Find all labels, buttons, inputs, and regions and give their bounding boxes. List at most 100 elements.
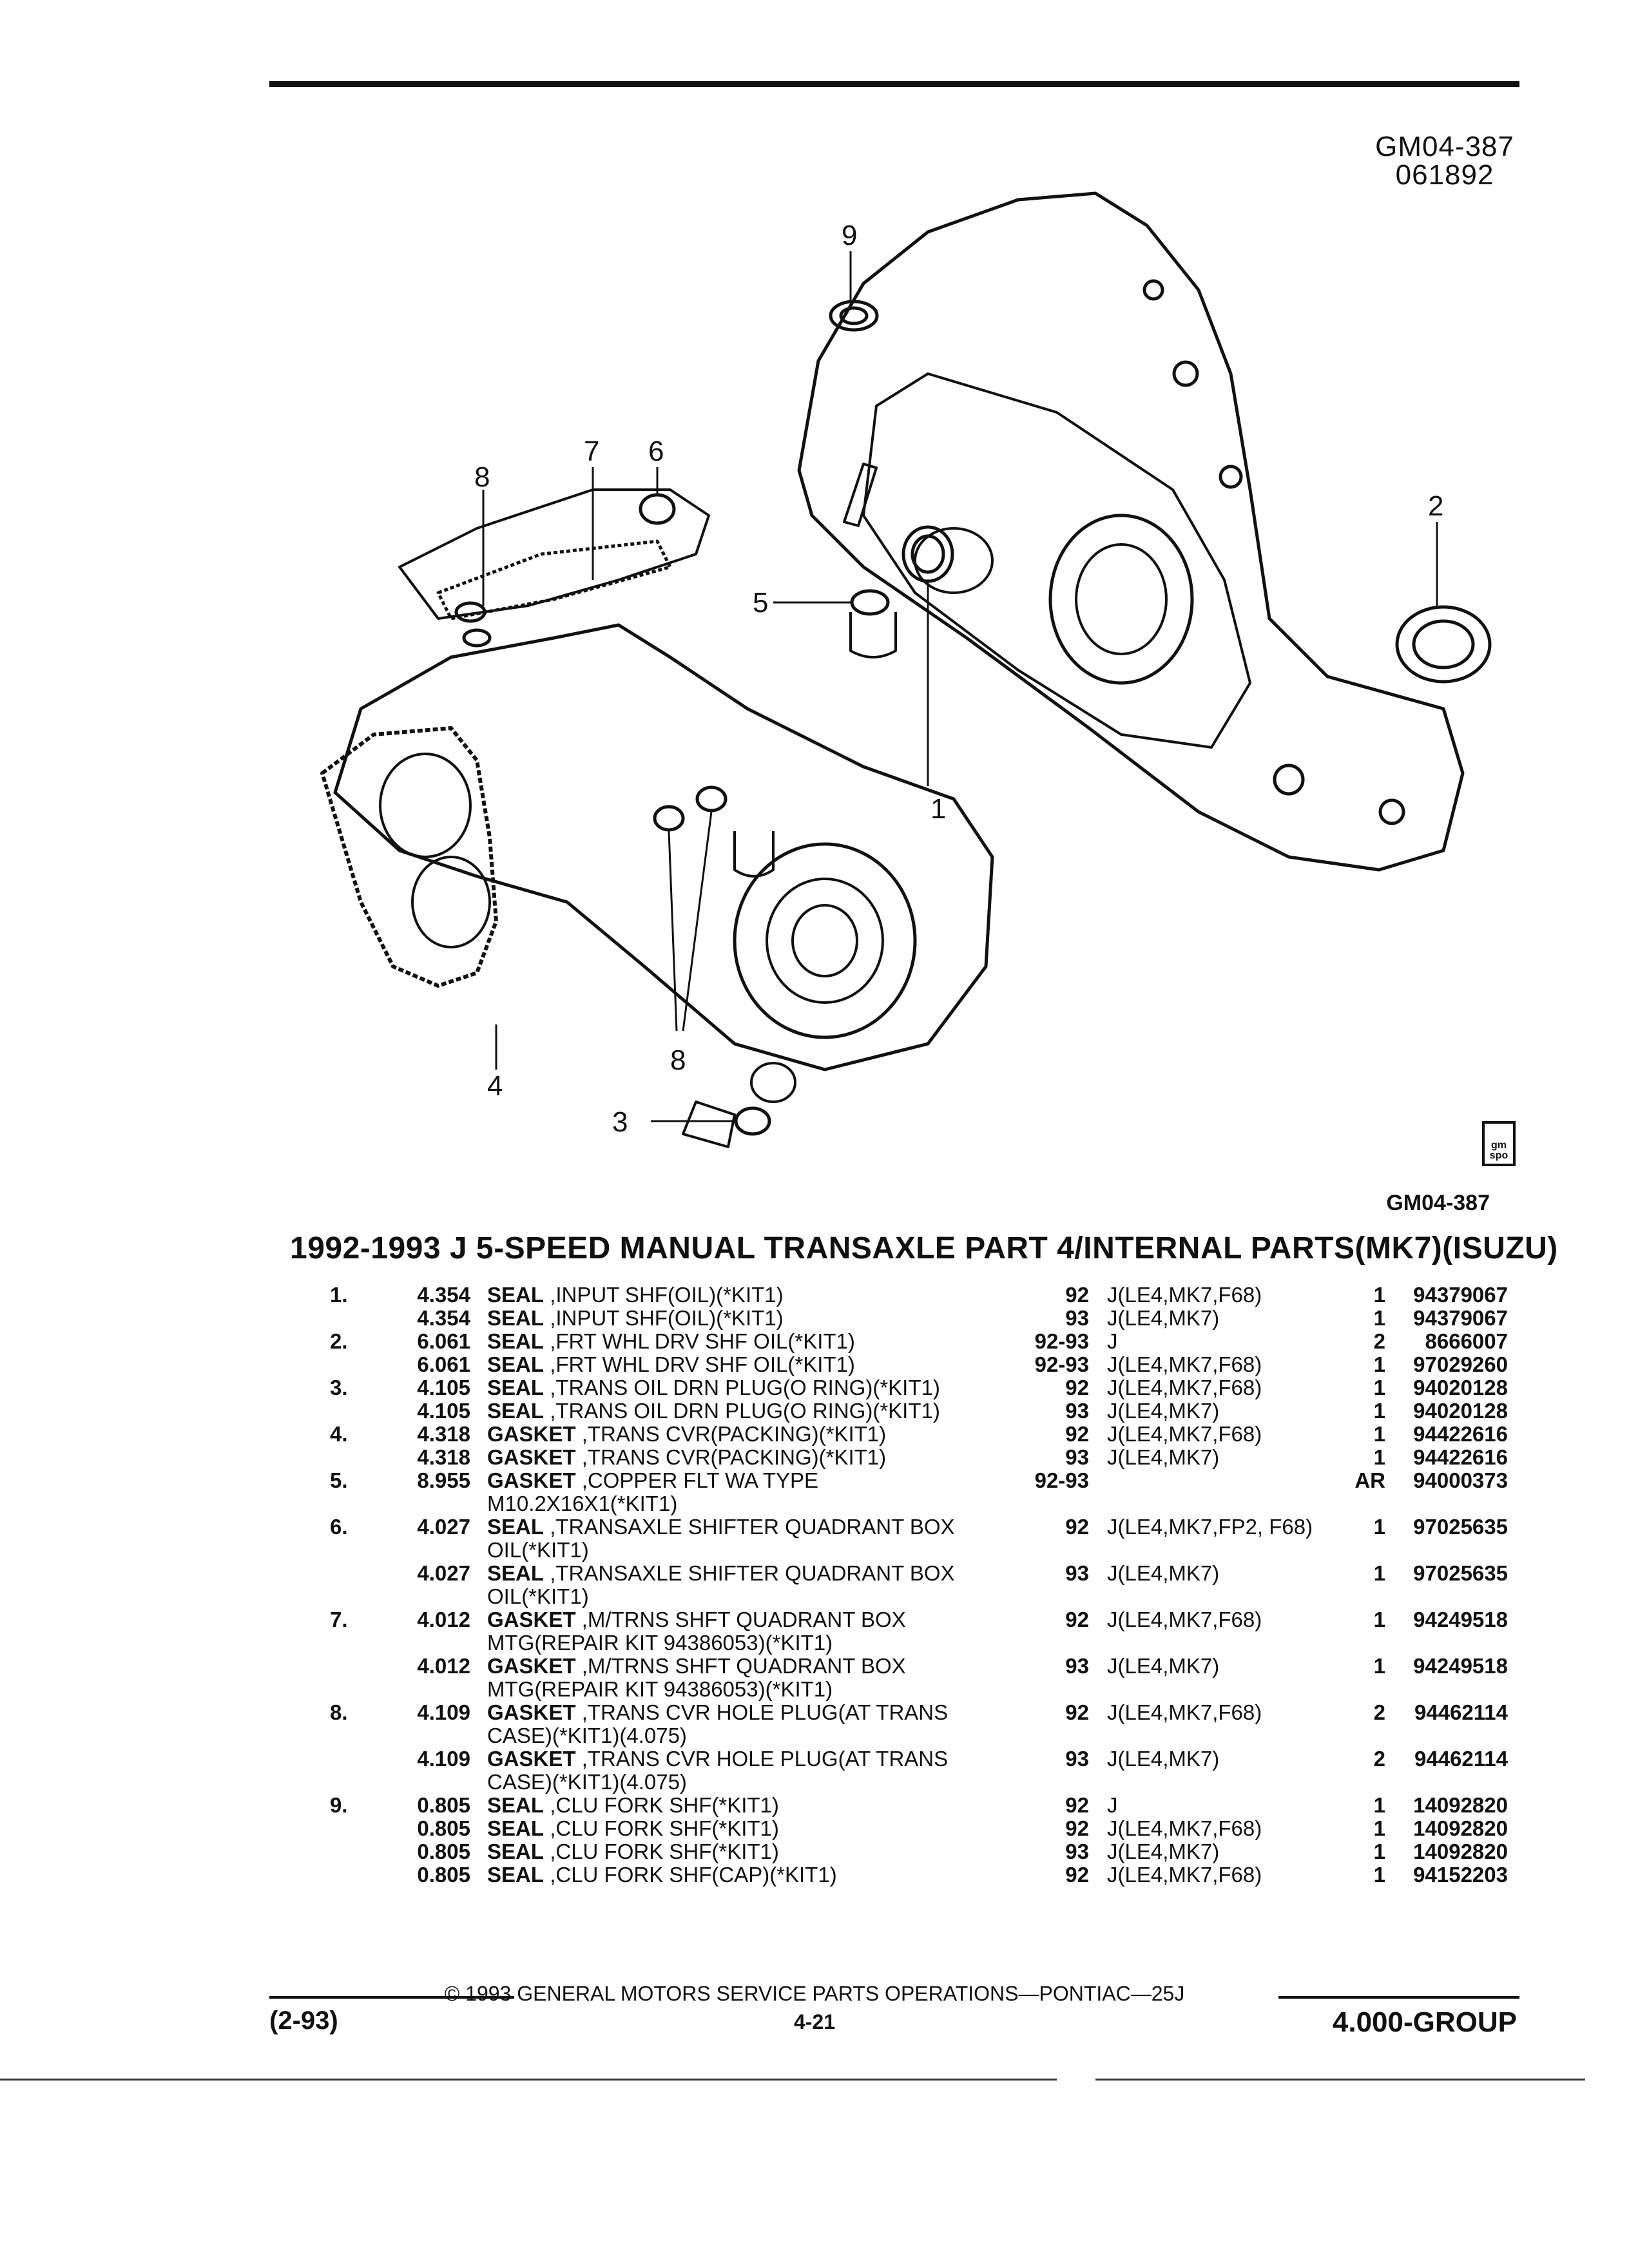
reference-number: 6.061 [417,1329,470,1353]
quantity: 1 [1373,1840,1385,1863]
model-year: 93 [1065,1306,1089,1330]
quantity: 2 [1373,1700,1385,1724]
part-detail: ,INPUT SHF(OIL)(*KIT1) [550,1306,784,1330]
callout-6: 6 [648,436,664,467]
callout-8: 8 [474,461,490,493]
date-code: 061892 [1395,159,1494,191]
part-detail: ,TRANS CVR HOLE PLUG(AT TRANS CASE)(*KIT… [487,1700,949,1747]
drain-plug-o-ring [734,1106,771,1136]
part-detail: ,TRANSAXLE SHIFTER QUADRANT BOX OIL(*KIT… [487,1561,955,1608]
usage: J(LE4,MK7,F68) [1107,1422,1262,1446]
usage: J [1107,1329,1118,1353]
part-description: SEAL ,TRANS OIL DRN PLUG(O RING)(*KIT1) [487,1376,990,1399]
part-description: SEAL ,TRANS OIL DRN PLUG(O RING)(*KIT1) [487,1399,990,1423]
section-title: 1992-1993 J 5-SPEED MANUAL TRANSAXLE PAR… [290,1231,1558,1265]
part-name: SEAL [487,1283,545,1307]
item-number: 9. [330,1793,348,1817]
part-detail: ,FRT WHL DRV SHF OIL(*KIT1) [550,1329,855,1353]
model-year: 92-93 [1034,1468,1089,1492]
part-number: 94249518 [1413,1654,1508,1678]
part-description: SEAL ,FRT WHL DRV SHF OIL(*KIT1) [487,1330,990,1353]
quantity: 1 [1373,1399,1385,1423]
callout-9: 9 [842,220,857,251]
part-number: 14092820 [1413,1840,1508,1863]
part-detail: ,INPUT SHF(OIL)(*KIT1) [550,1283,784,1307]
quantity: 2 [1373,1747,1385,1771]
footer-rule-left [269,1996,514,1999]
usage: J(LE4,MK7) [1107,1306,1220,1330]
callout-1: 1 [930,793,946,825]
part-detail: ,TRANSAXLE SHIFTER QUADRANT BOX OIL(*KIT… [487,1515,955,1562]
model-year: 92 [1065,1515,1089,1539]
part-description: GASKET ,M/TRNS SHFT QUADRANT BOX MTG(REP… [487,1608,990,1655]
revision-date: (2-93) [269,2006,338,2035]
page-number: 4-21 [793,2010,836,2033]
part-number: 94422616 [1413,1422,1508,1446]
part-name: SEAL [487,1816,545,1840]
quantity: 1 [1373,1445,1385,1469]
usage: J(LE4,MK7) [1107,1840,1220,1863]
exploded-view-diagram: 9 2 1 5 6 7 8 4 3 8 [320,191,1492,1148]
figure-caption-code: GM04-387 [1386,1191,1490,1215]
bottom-rule-right [1095,2079,1585,2081]
part-number: 94379067 [1413,1283,1508,1307]
drain-plug [682,1100,736,1148]
case-cover-gasket [320,726,498,988]
figure-code: GM04-387 [1375,131,1514,162]
part-name: SEAL [487,1840,545,1863]
usage: J(LE4,MK7,F68) [1107,1283,1262,1307]
reference-number: 0.805 [417,1816,470,1840]
quantity: 2 [1373,1329,1385,1353]
part-name: GASKET [487,1654,576,1678]
part-name: SEAL [487,1352,545,1376]
item-number: 6. [330,1515,348,1539]
part-detail: ,TRANS OIL DRN PLUG(O RING)(*KIT1) [550,1399,940,1423]
model-year: 92 [1065,1700,1089,1724]
part-description: GASKET ,TRANS CVR HOLE PLUG(AT TRANS CAS… [487,1747,990,1794]
quantity: 1 [1373,1793,1385,1817]
quantity: 1 [1373,1608,1385,1631]
usage: J(LE4,MK7,F68) [1107,1376,1262,1399]
part-name: GASKET [487,1422,576,1446]
part-name: GASKET [487,1468,576,1492]
item-number: 3. [330,1376,348,1399]
part-description: GASKET ,COPPER FLT WA TYPE M10.2X16X1(*K… [487,1469,990,1515]
usage: J(LE4,MK7) [1107,1747,1220,1771]
part-name: SEAL [487,1306,545,1330]
item-number: 4. [330,1422,348,1446]
gm-spo-logo: gm spo [1482,1121,1516,1166]
quantity: 1 [1373,1515,1385,1539]
part-name: GASKET [487,1700,576,1724]
part-detail: ,M/TRNS SHFT QUADRANT BOX MTG(REPAIR KIT… [487,1608,906,1655]
usage: J(LE4,MK7) [1107,1561,1220,1585]
reference-number: 0.805 [417,1793,470,1817]
model-year: 92-93 [1034,1352,1089,1376]
reference-number: 4.027 [417,1561,470,1585]
usage: J(LE4,MK7,F68) [1107,1816,1262,1840]
part-number: 94020128 [1413,1399,1508,1423]
transaxle-case [333,623,994,1072]
part-description: SEAL ,CLU FORK SHF(*KIT1) [487,1840,990,1863]
clutch-housing [797,191,1465,872]
hole-plug-gasket-upper [454,601,487,623]
part-description: SEAL ,INPUT SHF(OIL)(*KIT1) [487,1307,990,1330]
quantity: 1 [1373,1863,1385,1887]
reference-number: 4.012 [417,1654,470,1678]
quantity: 1 [1373,1306,1385,1330]
part-number: 97029260 [1413,1352,1508,1376]
part-detail: ,CLU FORK SHF(*KIT1) [550,1816,779,1840]
part-number: 94422616 [1413,1445,1508,1469]
reference-number: 4.354 [417,1306,470,1330]
model-year: 92 [1065,1608,1089,1631]
part-description: GASKET ,TRANS CVR HOLE PLUG(AT TRANS CAS… [487,1701,990,1747]
part-name: SEAL [487,1793,545,1817]
top-rule [269,81,1519,87]
reference-number: 0.805 [417,1863,470,1887]
usage: J(LE4,MK7) [1107,1654,1220,1678]
part-name: GASKET [487,1445,576,1469]
model-year: 93 [1065,1654,1089,1678]
part-description: SEAL ,CLU FORK SHF(*KIT1) [487,1794,990,1817]
copyright: © 1993 GENERAL MOTORS SERVICE PARTS OPER… [444,1982,1185,2005]
part-detail: ,TRANS CVR HOLE PLUG(AT TRANS CASE)(*KIT… [487,1747,949,1794]
part-name: SEAL [487,1329,545,1353]
